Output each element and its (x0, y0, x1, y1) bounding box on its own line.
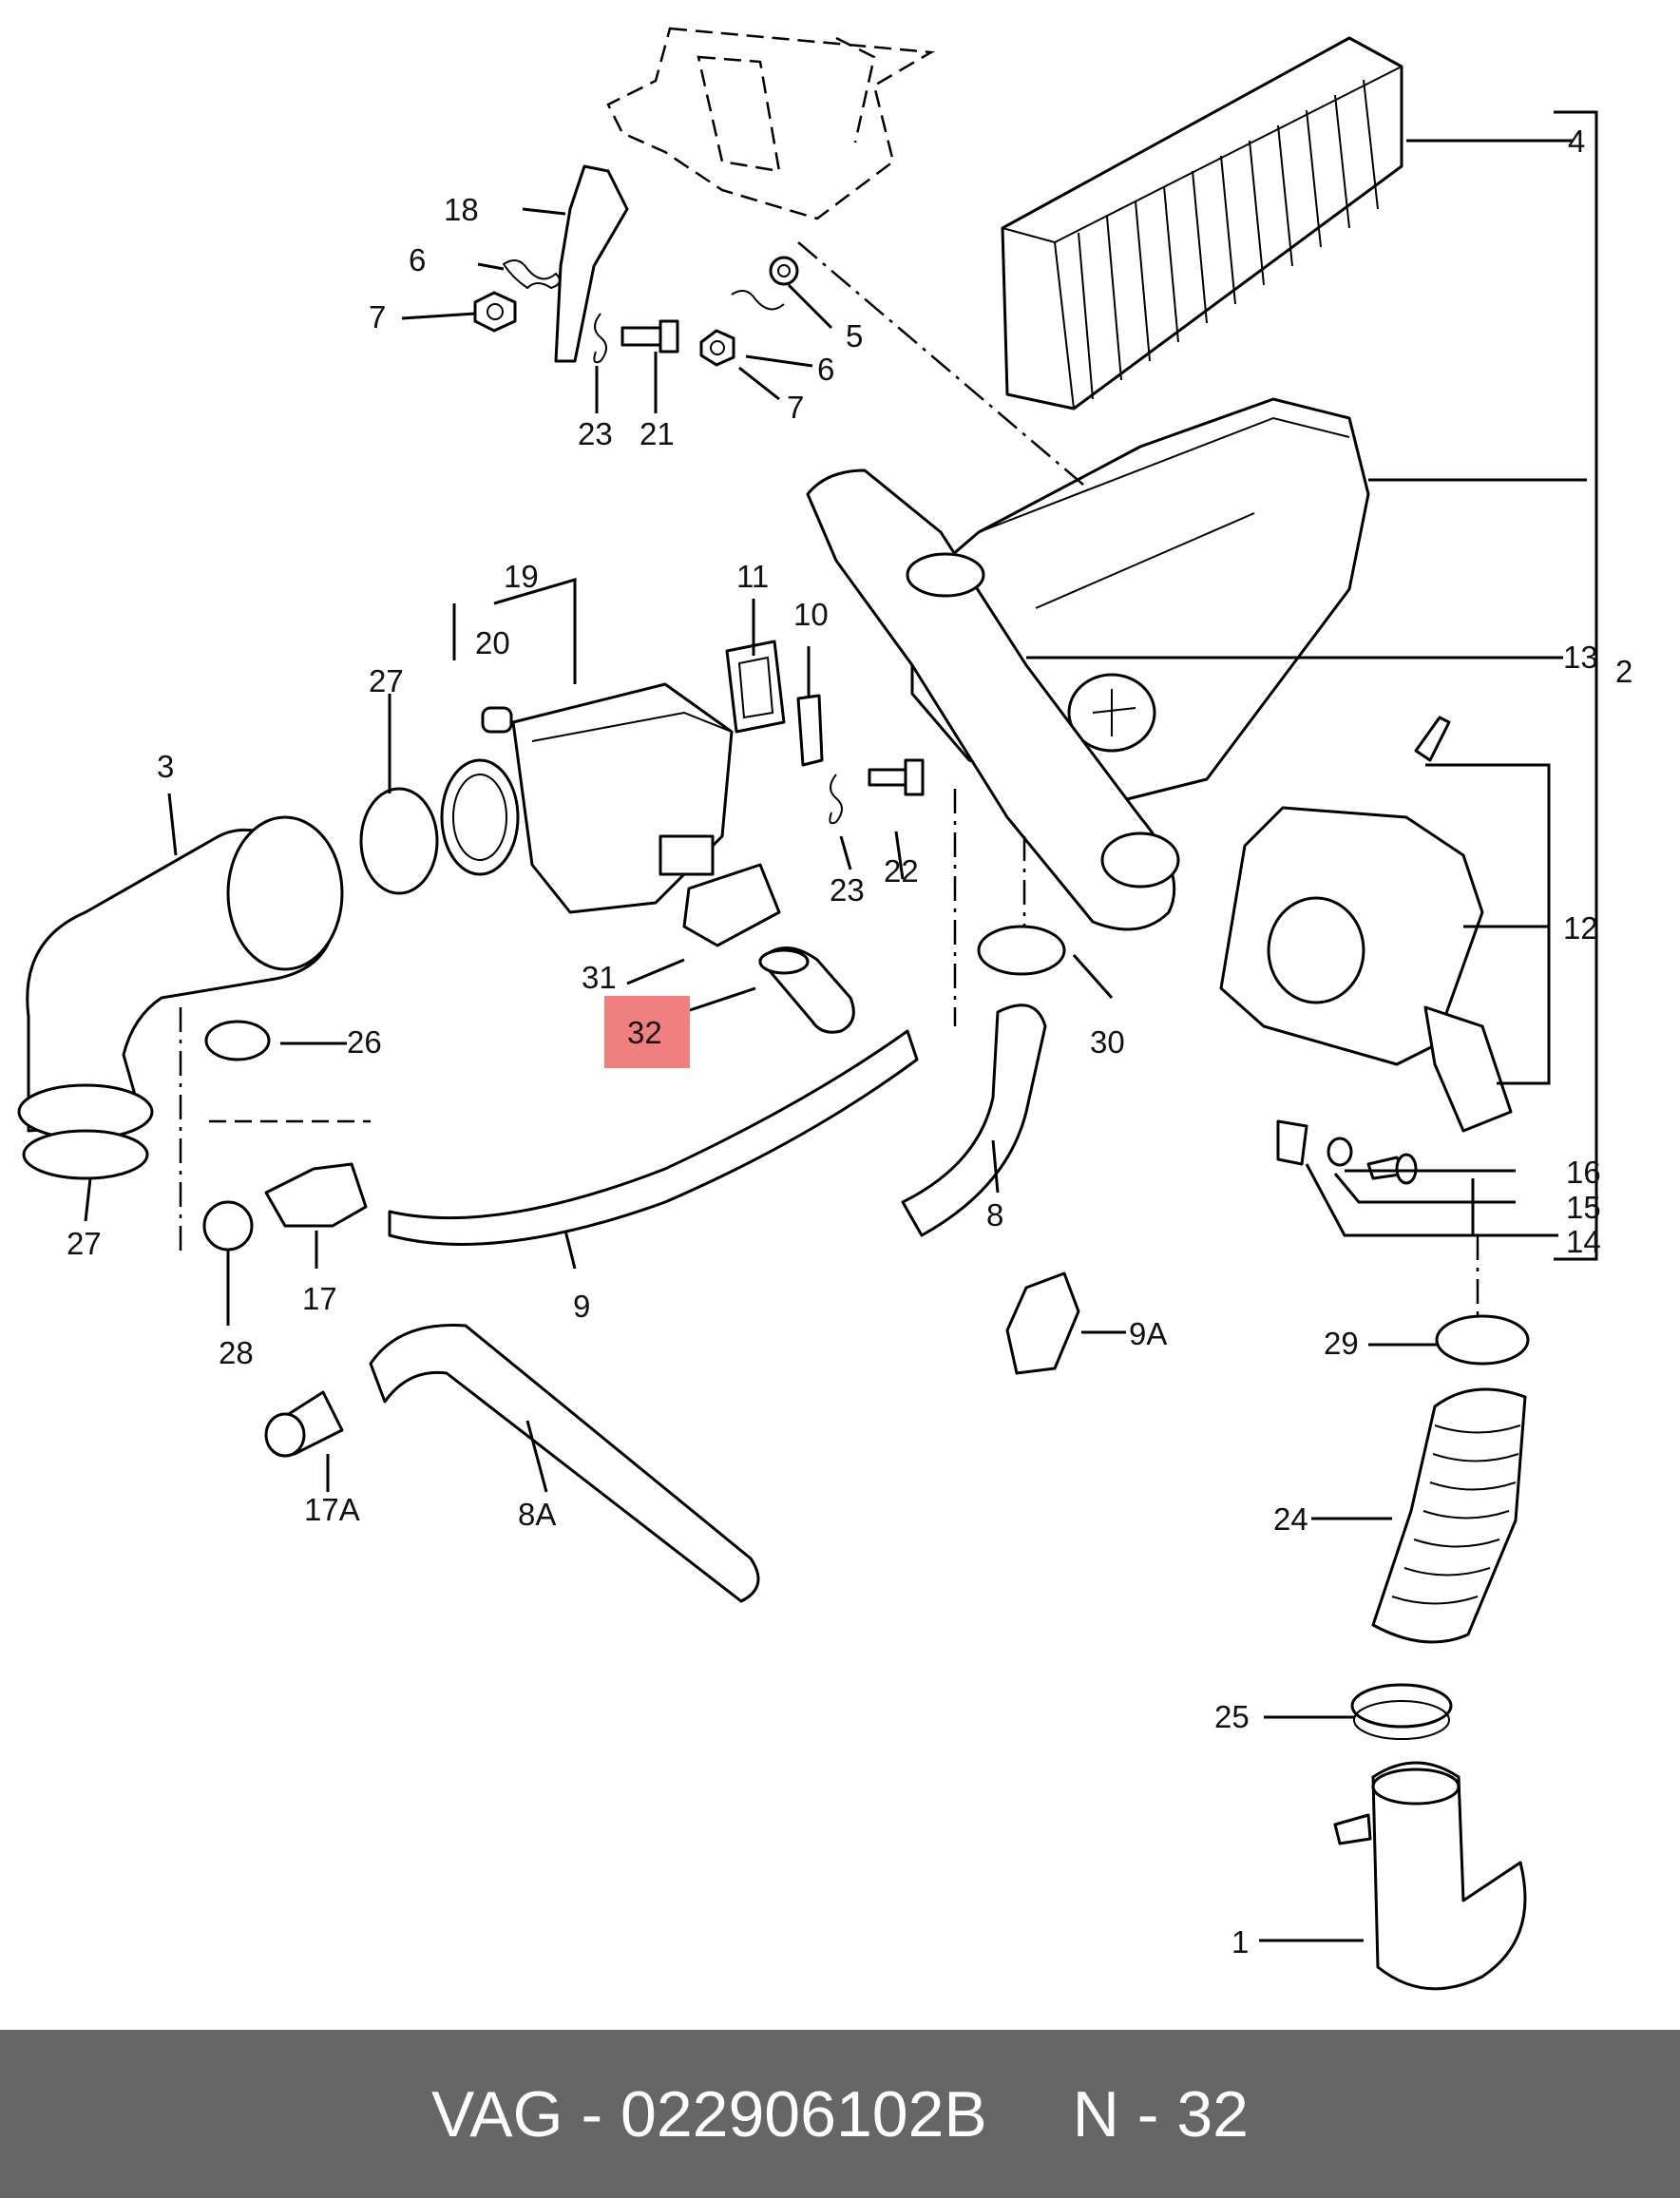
airflow-meter-part-12 (1219, 716, 1513, 1133)
callout-18[interactable]: 18 (444, 192, 479, 227)
callout-27b[interactable]: 27 (369, 663, 404, 698)
callout-25[interactable]: 25 (1214, 1699, 1250, 1734)
callout-23a[interactable]: 23 (578, 416, 613, 451)
rubber-boot-part-32 (758, 946, 855, 1034)
callout-6b[interactable]: 6 (817, 352, 834, 387)
callout-14[interactable]: 14 (1566, 1224, 1601, 1259)
callout-11[interactable]: 11 (736, 559, 769, 594)
callout-30[interactable]: 30 (1090, 1024, 1125, 1060)
callout-10[interactable]: 10 (793, 597, 829, 632)
callout-7b[interactable]: 7 (787, 390, 804, 425)
bellows-hose-part-24 (1371, 1387, 1527, 1644)
intake-pipe-part-1 (1333, 1761, 1527, 1991)
callout-15[interactable]: 15 (1566, 1190, 1601, 1225)
clip-part-6a (502, 259, 561, 290)
nut-part-7b (699, 329, 735, 367)
callout-24[interactable]: 24 (1273, 1501, 1308, 1537)
hose-part-8 (901, 1003, 1047, 1237)
nut-part-7a (473, 291, 517, 333)
clamp-part-27a (22, 1129, 149, 1180)
hose-part-9 (388, 1029, 919, 1246)
clip-part-6b (731, 290, 785, 311)
clamp-part-30 (977, 925, 1066, 976)
callout-17A[interactable]: 17A (304, 1492, 360, 1527)
parts-diagram: 1 2 3 4 5 6 6 7 7 8 8A 9 9A 10 11 12 13 … (17, 27, 1632, 1991)
callout-9[interactable]: 9 (573, 1289, 590, 1324)
callout-29[interactable]: 29 (1324, 1326, 1359, 1361)
gasket-part-11 (725, 640, 786, 734)
footer-brand: VAG (431, 2077, 563, 2150)
leader-lines (84, 110, 1598, 1942)
hose-elbow-part-3 (17, 815, 344, 1140)
mounting-bracket-dashed (606, 27, 936, 220)
callout-2[interactable]: 2 (1615, 654, 1632, 689)
bracket-part-18 (554, 164, 629, 363)
connector-part-17A (264, 1390, 344, 1458)
callout-23b[interactable]: 23 (830, 872, 865, 908)
plug-part-20 (481, 706, 513, 734)
callout-5[interactable]: 5 (846, 318, 863, 354)
footer-bar: VAG - 022906102B N - 32 (0, 2030, 1680, 2198)
callout-27a[interactable]: 27 (67, 1226, 102, 1261)
callout-16[interactable]: 16 (1566, 1155, 1601, 1190)
callout-12[interactable]: 12 (1563, 910, 1598, 946)
elbow-part-17 (264, 1162, 368, 1228)
clip-part-23b (829, 774, 843, 825)
centerlines (179, 241, 1480, 1316)
clamp-part-26 (204, 1020, 271, 1061)
hose-part-8A (369, 1324, 760, 1603)
washer-part-15 (1327, 1137, 1353, 1167)
callout-labels: 1 2 3 4 5 6 6 7 7 8 8A 9 9A 10 11 12 13 … (67, 124, 1632, 1959)
callout-3[interactable]: 3 (157, 749, 174, 784)
callout-17[interactable]: 17 (302, 1281, 337, 1316)
callout-19[interactable]: 19 (504, 559, 539, 594)
callout-13[interactable]: 13 (1563, 640, 1598, 675)
callout-4[interactable]: 4 (1568, 124, 1585, 159)
air-mass-meter-part-19 (440, 682, 734, 914)
clip-part-23a (593, 313, 607, 364)
callout-20[interactable]: 20 (475, 625, 510, 660)
footer-position-prefix: N (1072, 2077, 1119, 2150)
footer-position-number: 32 (1176, 2077, 1249, 2150)
connector-part-31 (682, 863, 781, 947)
callout-22[interactable]: 22 (884, 853, 919, 889)
bracket-part-14 (1276, 1119, 1308, 1166)
footer-part-number: 022906102B (620, 2077, 987, 2150)
footer-dash-2: - (1136, 2077, 1159, 2150)
highlight-box-part-32 (604, 996, 690, 1068)
clamp-part-28 (202, 1200, 254, 1252)
bolt-part-22 (868, 758, 925, 796)
callout-8A[interactable]: 8A (518, 1497, 556, 1532)
callout-32[interactable]: 32 (627, 1015, 662, 1050)
seal-part-25 (1350, 1683, 1453, 1740)
clamp-part-27b (359, 787, 439, 895)
callout-7a[interactable]: 7 (369, 299, 386, 334)
air-cleaner-housing-part-13 (806, 397, 1370, 931)
clamp-part-29 (1435, 1314, 1530, 1366)
air-filter-part-4 (1001, 36, 1403, 411)
callout-21[interactable]: 21 (640, 416, 675, 451)
bolt-part-21 (620, 319, 679, 354)
callout-28[interactable]: 28 (219, 1335, 254, 1370)
footer-dash-1: - (581, 2077, 603, 2150)
callout-1[interactable]: 1 (1231, 1924, 1249, 1959)
callout-31[interactable]: 31 (582, 960, 617, 995)
gasket-part-10 (796, 694, 824, 767)
callout-9A[interactable]: 9A (1129, 1316, 1167, 1351)
washer-part-5 (769, 256, 799, 286)
screw-part-16 (1366, 1153, 1418, 1185)
callout-8[interactable]: 8 (986, 1197, 1003, 1233)
callout-26[interactable]: 26 (347, 1024, 382, 1060)
callout-6a[interactable]: 6 (409, 242, 426, 277)
connector-part-9A (1005, 1271, 1080, 1375)
